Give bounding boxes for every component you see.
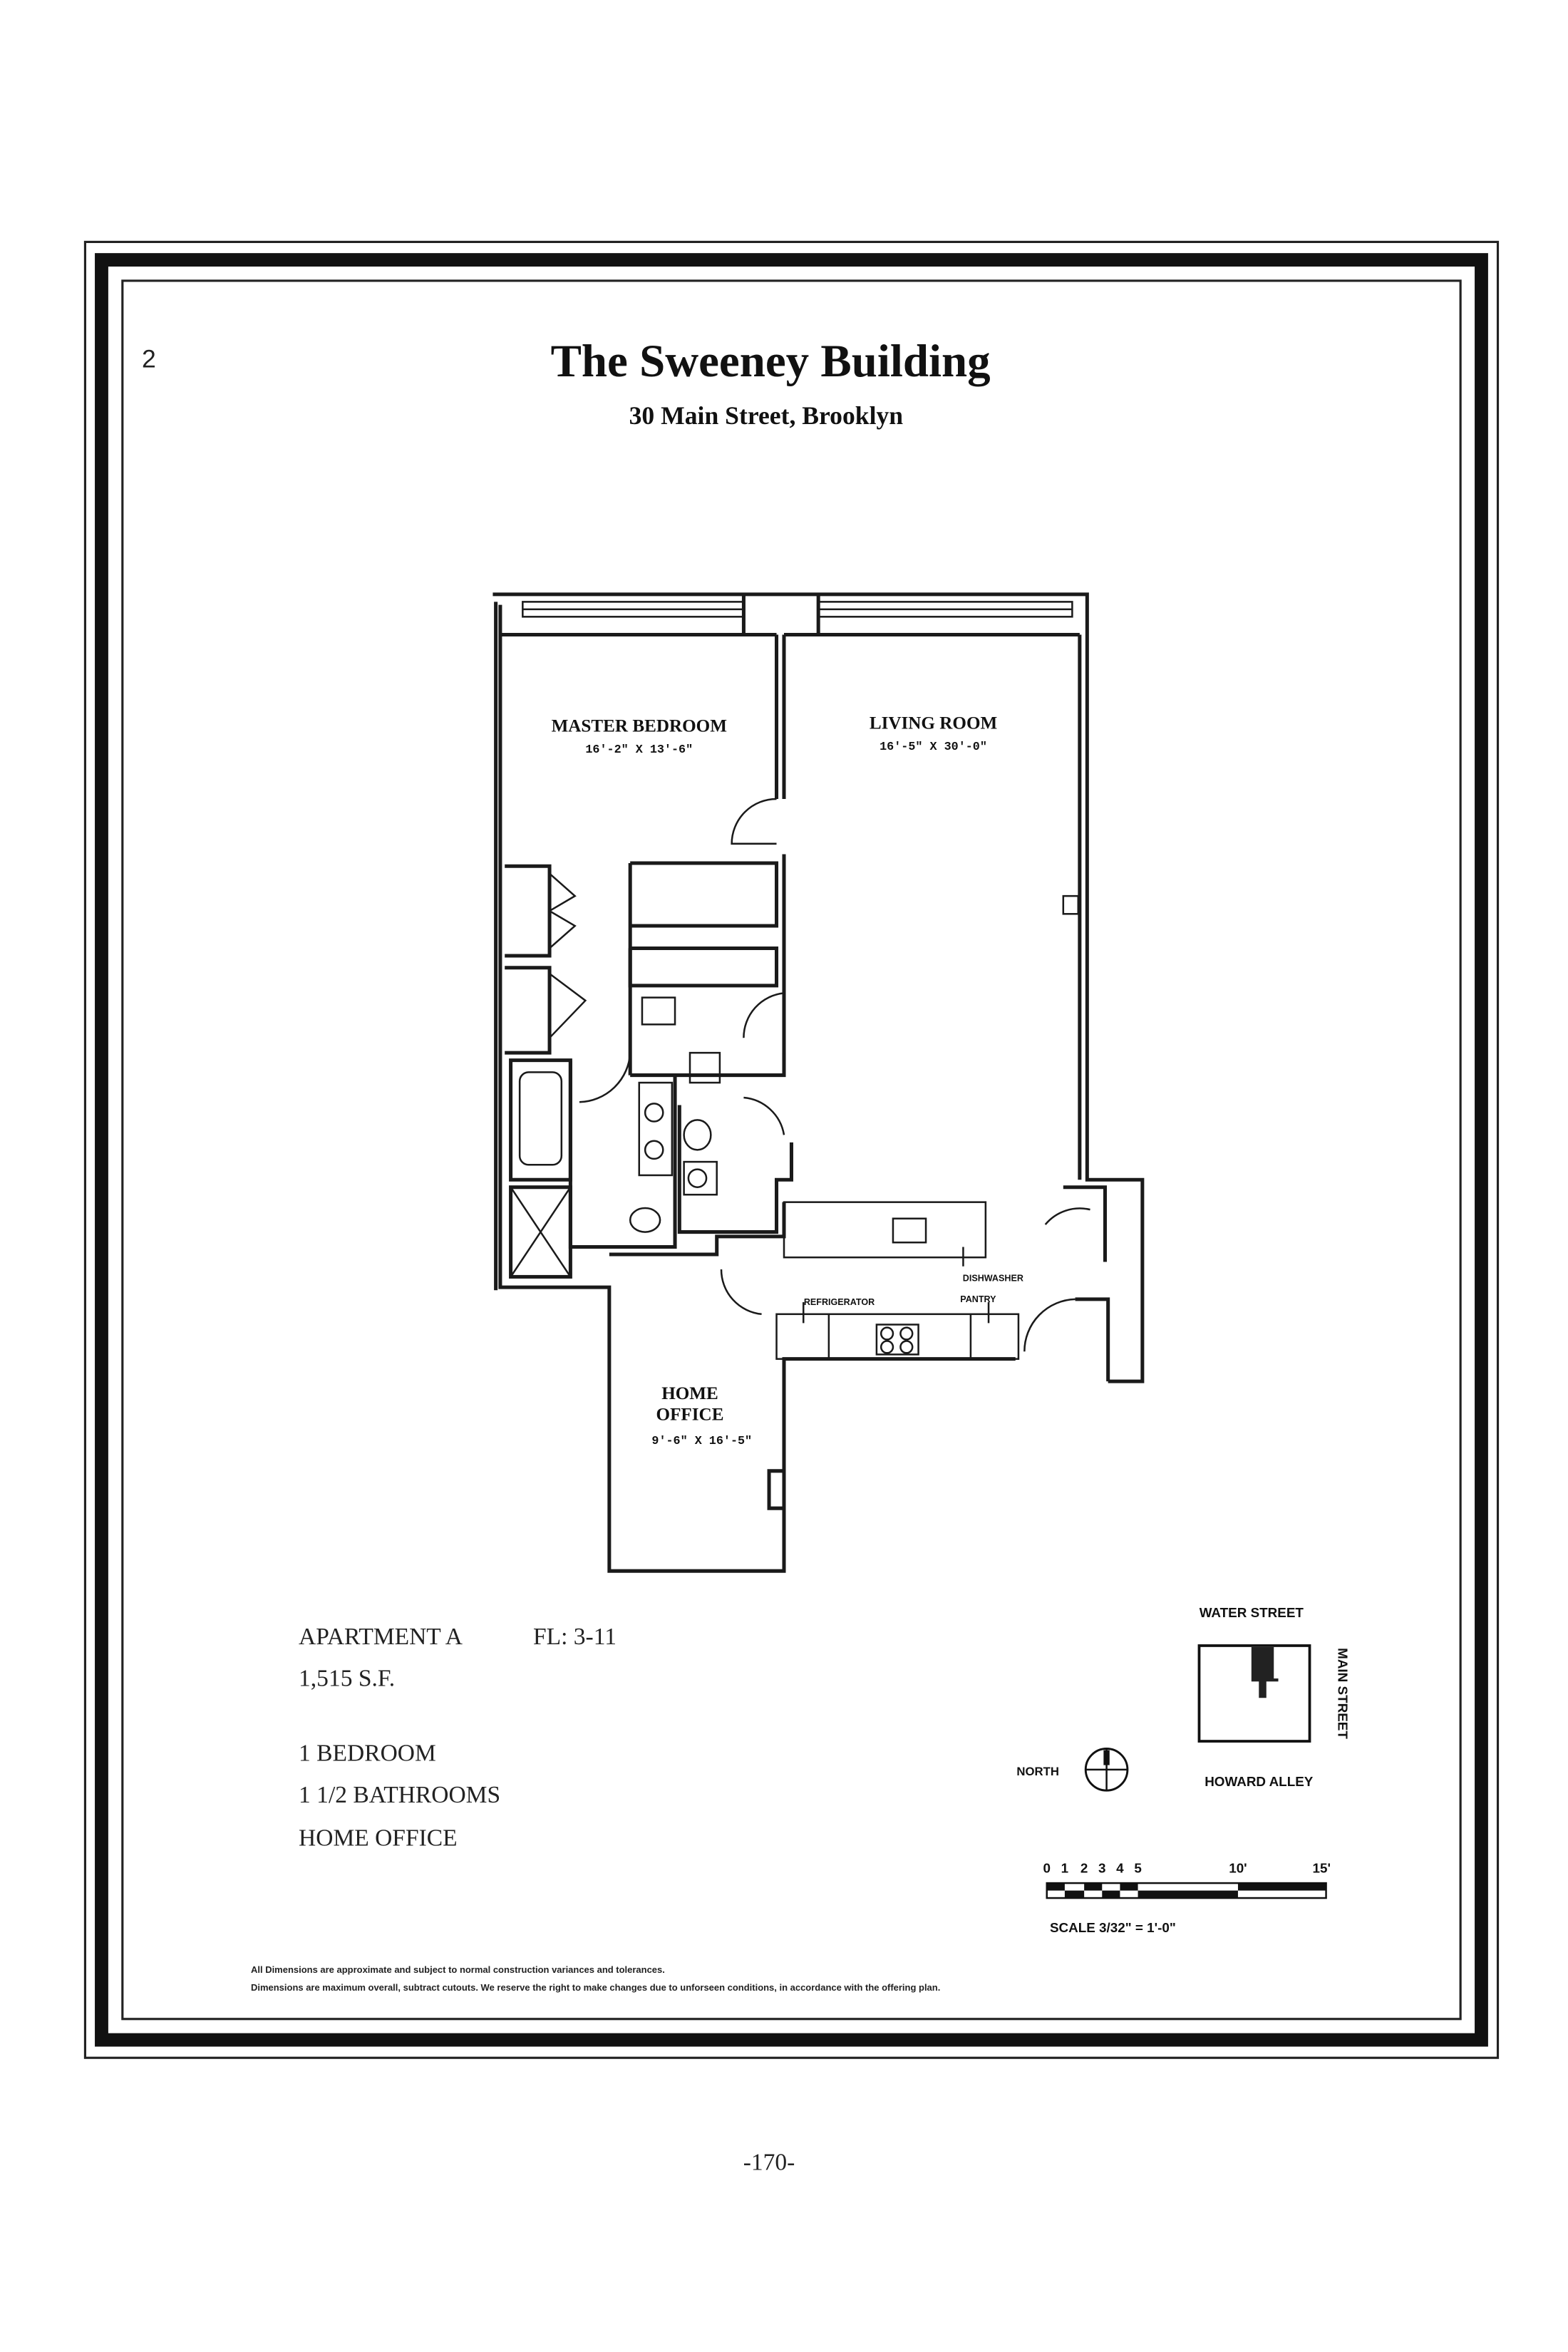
- apartment-bathrooms: 1 1/2 BATHROOMS: [299, 1782, 500, 1808]
- water-street-label: WATER STREET: [1200, 1605, 1304, 1620]
- scale-tick: 1: [1061, 1860, 1068, 1875]
- scale-bar: 0 1 2 3 4 5 10' 15' SCALE 3/32" = 1'-0": [1043, 1860, 1331, 1935]
- apartment-area: 1,515 S.F.: [299, 1666, 395, 1692]
- scale-text: SCALE 3/32" = 1'-0": [1050, 1920, 1176, 1935]
- building-title: The Sweeney Building: [551, 336, 991, 387]
- apartment-bedrooms: 1 BEDROOM: [299, 1740, 436, 1766]
- scale-tick: 3: [1098, 1860, 1105, 1875]
- dishwasher-label: DISHWASHER: [963, 1274, 1023, 1284]
- scale-tick: 0: [1043, 1860, 1051, 1875]
- north-arrow-icon: [1084, 1748, 1129, 1792]
- howard-alley-label: HOWARD ALLEY: [1205, 1774, 1314, 1789]
- key-plan: WATER STREET MAIN STREET HOWARD ALLEY NO…: [1016, 1605, 1350, 1792]
- living-room-size: 16'-5" X 30'-0": [880, 741, 987, 754]
- room-labels: MASTER BEDROOM 16'-2" X 13'-6" LIVING RO…: [552, 713, 1023, 1448]
- page-border: [83, 240, 1500, 2059]
- disclaimer-line-2: Dimensions are maximum overall, subtract…: [251, 1982, 940, 1993]
- scale-tick: 15': [1313, 1860, 1331, 1875]
- master-bedroom-label: MASTER BEDROOM: [552, 717, 727, 736]
- master-bedroom-size: 16'-2" X 13'-6": [585, 743, 693, 757]
- apartment-location-marker: [1251, 1647, 1279, 1698]
- home-office-size: 9'-6" X 16'-5": [651, 1435, 752, 1448]
- scale-tick: 4: [1116, 1860, 1124, 1875]
- north-label: NORTH: [1016, 1765, 1059, 1778]
- corner-page-number: 2: [142, 344, 156, 373]
- disclaimer: All Dimensions are approximate and subje…: [251, 1964, 940, 1993]
- apartment-unit: APARTMENT A: [299, 1624, 463, 1650]
- apartment-extra: HOME OFFICE: [299, 1825, 458, 1852]
- home-office-label-2: OFFICE: [656, 1405, 724, 1425]
- refrigerator-label: REFRIGERATOR: [804, 1297, 875, 1307]
- scale-tick: 10': [1229, 1860, 1247, 1875]
- apartment-floors: FL: 3-11: [533, 1624, 617, 1650]
- apartment-info: APARTMENT A FL: 3-11 1,515 S.F. 1 BEDROO…: [299, 1624, 617, 1852]
- footer-page-number: -170-: [743, 2149, 795, 2175]
- scale-tick: 5: [1134, 1860, 1141, 1875]
- building-address: 30 Main Street, Brooklyn: [629, 401, 904, 430]
- floor-plan: [492, 592, 1145, 1573]
- scale-tick: 2: [1080, 1860, 1088, 1875]
- pantry-label: PANTRY: [960, 1294, 996, 1304]
- disclaimer-line-1: All Dimensions are approximate and subje…: [251, 1964, 665, 1975]
- main-street-label: MAIN STREET: [1335, 1648, 1350, 1739]
- living-room-label: LIVING ROOM: [870, 713, 997, 733]
- home-office-label-1: HOME: [661, 1384, 718, 1403]
